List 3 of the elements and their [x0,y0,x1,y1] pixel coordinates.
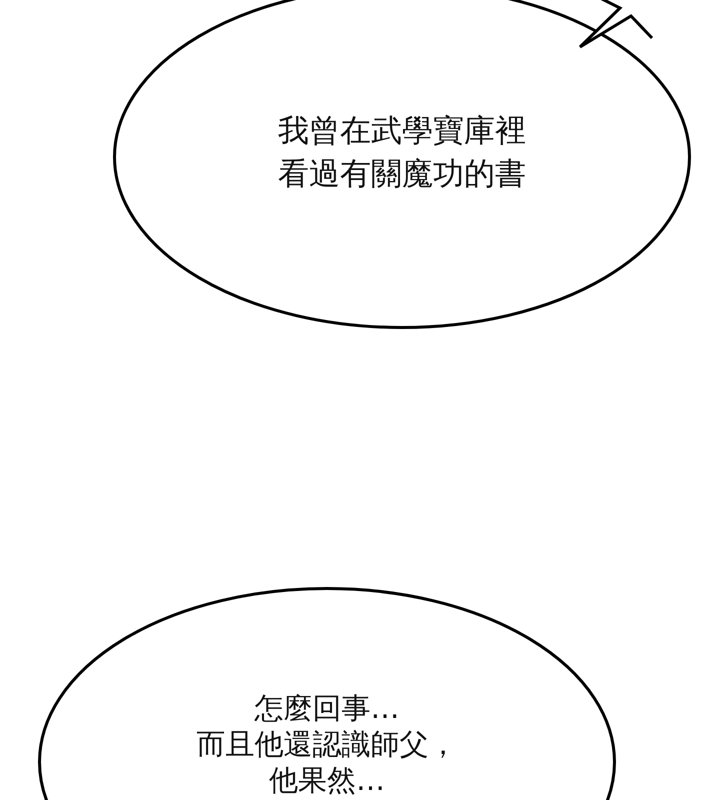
speech-text: 我曾在武學寶庫裡看過有關魔功的書 [277,112,527,194]
speech-bubble [113,0,691,329]
speech-text: 怎麼回事…而且他還認識師父，他果然… [196,690,458,798]
